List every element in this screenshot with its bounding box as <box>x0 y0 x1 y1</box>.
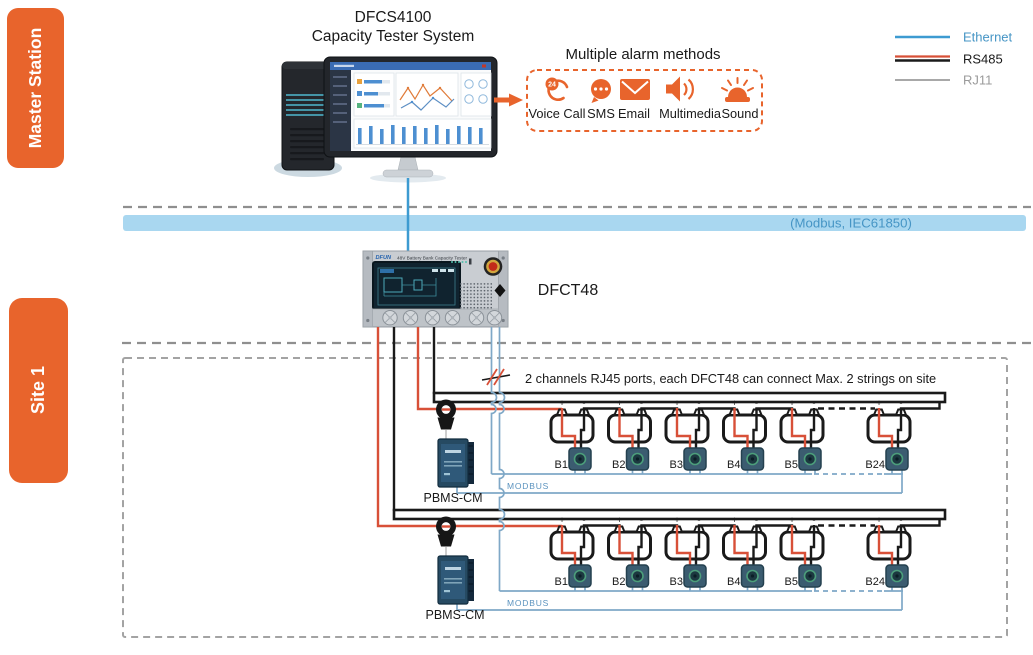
speaker-grille <box>459 283 492 309</box>
system-title-line1: DFCS4100 <box>355 9 432 26</box>
key-switch <box>494 284 506 297</box>
legend-rs485: RS485 <box>895 52 1003 67</box>
emergency-stop-button <box>483 257 503 276</box>
site-1-badge: Site 1 <box>9 298 68 483</box>
legend-rj11: RJ11 <box>895 73 992 88</box>
rj45-channels <box>481 327 511 591</box>
battery-label: B1 <box>555 576 568 588</box>
dfct48-device: DFUN 48V Battery Bank Capacity Tester <box>362 250 509 328</box>
battery-label: B3 <box>670 459 683 471</box>
battery-label: B24 <box>865 459 885 471</box>
battery-string-2: B1 B2 B3 B4 B5 B24 <box>549 513 912 593</box>
system-title-line2: Capacity Tester System <box>312 28 475 45</box>
dfct48-touchscreen <box>372 261 461 310</box>
dfct48-logo: DFUN <box>376 255 392 261</box>
string-1-pbms: PBMS-CM <box>423 398 483 505</box>
cable-break-mark <box>481 368 511 386</box>
siren-icon <box>721 77 754 102</box>
alarm-method-label: Email <box>618 106 650 121</box>
phone-24-icon: 24 <box>545 77 569 101</box>
alarm-24-badge: 24 <box>548 82 556 89</box>
alarm-method-label: Sound <box>721 106 758 121</box>
alarm-arrow <box>494 93 523 107</box>
alarm-method-label: SMS <box>587 106 615 121</box>
master-station-label: Master Station <box>25 28 45 149</box>
dfct48-label: DFCT48 <box>538 282 599 299</box>
battery-label: B4 <box>727 459 740 471</box>
battery-label: B2 <box>612 576 625 588</box>
battery-label: B4 <box>727 576 740 588</box>
legend-rs485-label: RS485 <box>963 52 1003 67</box>
string-1-modbus-bus: MODBUS <box>456 473 903 494</box>
backbone-bus: (Modbus, IEC61850) <box>123 215 1026 231</box>
alarm-methods-box: 24 Voice Call SMS Email Multimedia Sound <box>526 69 763 132</box>
backbone-label: (Modbus, IEC61850) <box>790 216 912 231</box>
master-station-badge: Master Station <box>7 8 64 168</box>
legend-ethernet: Ethernet <box>895 30 1013 45</box>
string-2-pbms: PBMS-CM <box>425 515 485 622</box>
battery-label: B1 <box>555 459 568 471</box>
battery-label: B2 <box>612 459 625 471</box>
legend-rj11-label: RJ11 <box>963 73 992 88</box>
speaker-icon <box>666 76 694 102</box>
alarm-title: Multiple alarm methods <box>565 46 720 63</box>
monitor <box>323 56 498 158</box>
alarm-method-label: Multimedia <box>659 106 722 121</box>
string-2-modbus-bus: MODBUS <box>456 590 903 611</box>
dfct48-panel-title: 48V Battery Bank Capacity Tester <box>397 255 467 260</box>
monitor-stand <box>397 156 419 171</box>
alarm-method-label: Voice Call <box>529 106 586 121</box>
site-1-label: Site 1 <box>28 366 48 414</box>
sms-bubble-icon <box>591 79 611 103</box>
battery-label: B5 <box>785 459 798 471</box>
pbms-cm-label: PBMS-CM <box>423 491 482 505</box>
modbus-label: MODBUS <box>507 598 549 608</box>
battery-string-1: B1 B2 B3 B4 B5 B24 <box>549 396 912 476</box>
dashboard-screen <box>330 62 492 151</box>
battery-label: B3 <box>670 576 683 588</box>
battery-label: B24 <box>865 576 885 588</box>
legend: Ethernet RS485 RJ11 <box>895 30 1013 88</box>
email-icon <box>620 79 650 100</box>
server-workstation <box>274 56 498 183</box>
pbms-cm-label: PBMS-CM <box>425 608 484 622</box>
server-tower <box>281 61 335 171</box>
battery-label: B5 <box>785 576 798 588</box>
modbus-label: MODBUS <box>507 481 549 491</box>
mini-bar-chart <box>358 125 483 144</box>
rj45-note: 2 channels RJ45 ports, each DFCT48 can c… <box>525 371 936 386</box>
legend-ethernet-label: Ethernet <box>963 30 1013 45</box>
site-boundary <box>122 357 1008 638</box>
